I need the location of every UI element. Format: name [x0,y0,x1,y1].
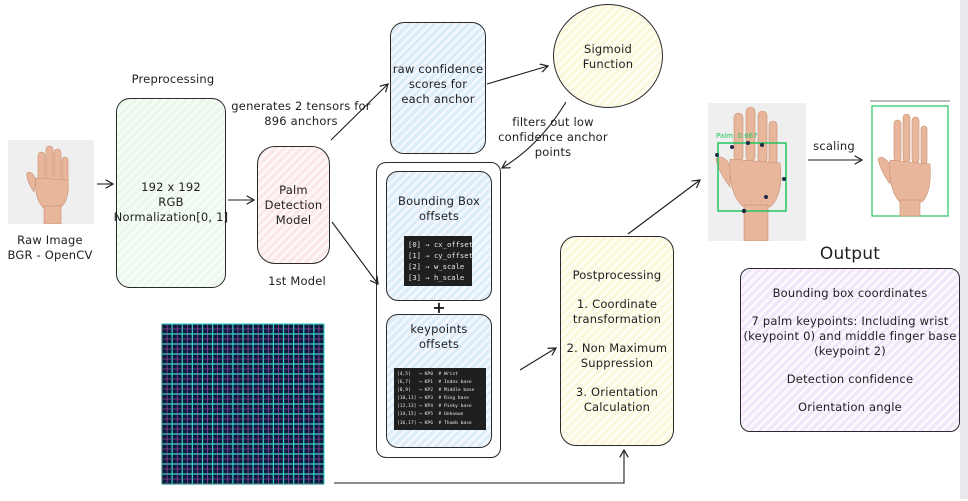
filters-label: filters out low confidence anchor points [498,115,608,159]
keypoints-offsets-title: keypoints offsets [410,322,468,351]
output-title: Output [819,244,881,264]
raw-confidence-box [390,22,486,154]
arrow-sigmoid-to-outputs [502,101,567,168]
bbox-code-block: [0] → cx_offset [1] → cy_offset [2] → w_… [404,236,473,286]
postprocessing-title: Postprocessing [572,268,662,282]
post-step-2: 2. Non Maximum Suppression [566,341,668,370]
keypoints-code-block: [4,5] → KP0 # Wrist [6,7] → KP1 # Index … [394,368,486,430]
plus-sign: + [432,298,446,317]
arrow-rawconf-to-sigmoid [486,66,548,85]
sigmoid-circle [553,4,663,108]
output-item-2: 7 palm keypoints: Including wrist (keypo… [743,314,957,358]
kp-code-line: [14,15] → KP5 # Unknown [397,412,464,418]
post-step-1: 1. Coordinate transformation [572,297,662,326]
bbox-offsets-title: Bounding Box offsets [397,194,481,223]
preprocessing-box [116,98,226,288]
first-model-label: 1st Model [268,274,326,288]
arrow-model-to-rawconf [330,84,388,141]
output-box [740,268,960,432]
palm-detection-model-text: Palm Detection Model [264,183,323,227]
palm-detection-model-box [257,146,330,264]
scaling-label: scaling [813,139,855,153]
detection-result-image: Palm: 0.667 [708,103,806,241]
scaled-output-image [866,98,954,222]
arrow-grid-to-post [334,450,624,484]
bbox-code-line: [3] → h_scale [408,273,465,282]
arrow-model-to-outputs [331,221,378,284]
kp-code-line: [4,5] → KP0 # Wrist [397,372,458,377]
preprocessing-label: Preprocessing [131,72,215,86]
bbox-code-line: [0] → cx_offset [408,240,473,249]
preprocessing-box-text: 192 x 192 RGB Normalization[0, 1] [113,180,229,224]
post-step-3: 3. Orientation Calculation [575,385,659,414]
palm-score-label: Palm: 0.667 [716,132,758,140]
hand-illustration [8,140,94,224]
raw-image-label: Raw Image BGR - OpenCV [7,233,93,262]
sigmoid-text: Sigmoid Function [582,42,634,71]
bbox-code-line: [1] → cy_offset [408,251,473,260]
raw-hand-image [8,140,94,224]
arrow-post-to-detect [627,180,700,235]
kp-code-line: [10,11] → KP3 # Ring base [397,396,469,402]
arrow-outputs-to-post [519,348,556,371]
raw-confidence-text: raw confidence scores for each anchor [392,62,484,106]
postprocessing-box [560,236,674,446]
output-item-3: Detection confidence [786,372,914,386]
kp-code-line: [8,9] → KP2 # Middle base [397,388,475,394]
tensors-label: generates 2 tensors for 896 anchors [231,99,371,128]
output-item-4: Orientation angle [798,400,902,414]
kp-code-line: [6,7] → KP1 # Index base [397,380,472,386]
output-item-1: Bounding box coordinates [772,286,928,300]
bbox-code-line: [2] → w_scale [408,262,465,271]
kp-code-line: [16,17] → KP6 # Thumb base [397,420,472,426]
kp-code-line: [12,13] → KP4 # Pinky base [397,404,472,410]
anchor-grid-plot [148,318,330,500]
